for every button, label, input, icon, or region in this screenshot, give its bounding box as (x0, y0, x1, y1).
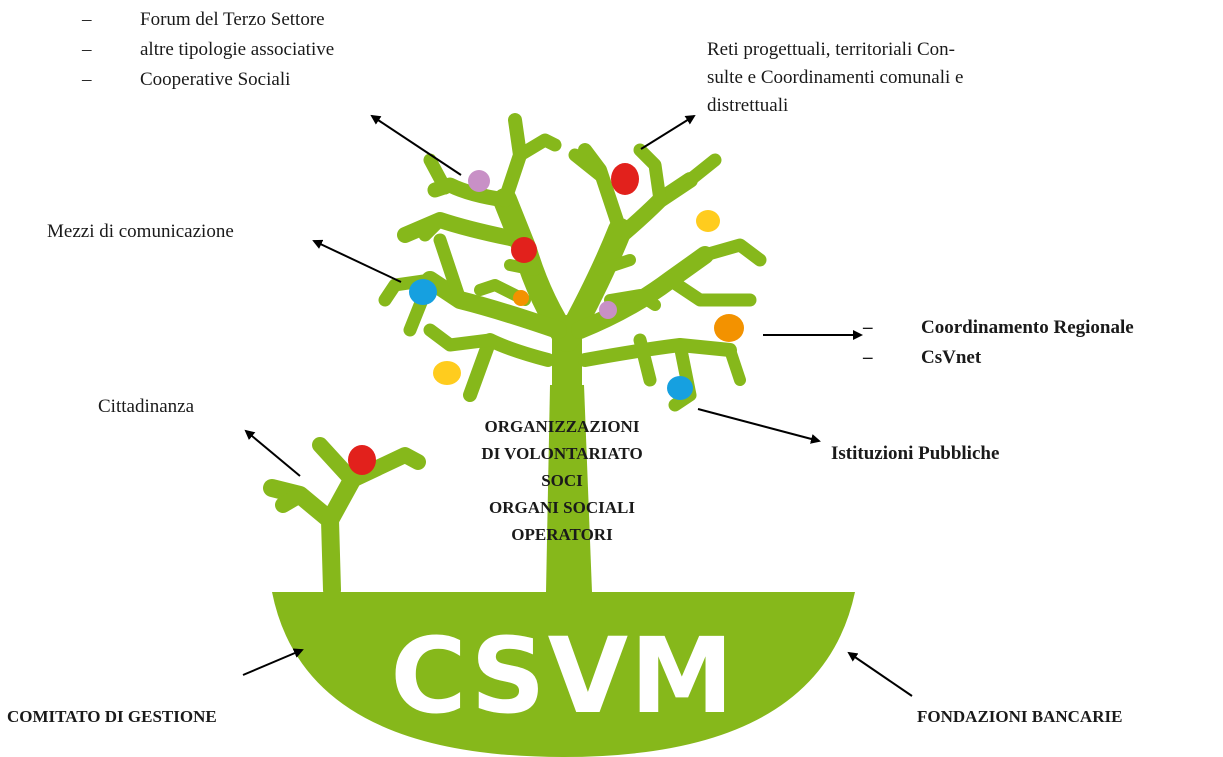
dot (409, 279, 437, 305)
top-right-text: Reti progettuali, territoriali Con- sult… (707, 36, 963, 120)
org-line: Operatori (511, 525, 613, 544)
arrow-top-left (370, 114, 462, 176)
arrow-cittadinanza (244, 429, 301, 477)
dot (511, 237, 537, 263)
list-item: Coordinamento Regionale (863, 313, 1134, 343)
org-line: Organizzazioni (484, 417, 640, 436)
dot (667, 376, 693, 400)
right-list: Coordinamento Regionale CsVnet (863, 313, 1134, 373)
org-line: Organi Sociali (489, 498, 635, 517)
dot (513, 290, 529, 306)
text-line: distrettuali (707, 95, 789, 116)
text-line: Reti progettuali, territoriali Con- (707, 39, 955, 60)
cittadinanza-label: Cittadinanza (98, 396, 195, 417)
arrows (242, 114, 913, 697)
arrow-fondazioni (847, 651, 913, 697)
dot (611, 163, 639, 195)
small-tree (263, 437, 426, 599)
dot (696, 210, 720, 232)
comitato-label: Comitato di Gestione (7, 707, 217, 726)
fondazioni-label: Fondazioni bancarie (917, 707, 1123, 726)
istituzioni-label: Istituzioni Pubbliche (831, 443, 1000, 464)
arrow-istituzioni (697, 408, 821, 444)
org-line: Soci (541, 471, 583, 490)
dot (348, 445, 376, 475)
top-left-list: Forum del Terzo Settore altre tipologie … (82, 5, 334, 95)
arrow-media (312, 239, 402, 283)
list-item: Cooperative Sociali (82, 65, 334, 95)
media-label: Mezzi di comunicazione (47, 221, 234, 242)
dot (599, 301, 617, 319)
list-item: altre tipologie associative (82, 35, 334, 65)
arrow-top-right (640, 114, 696, 150)
dot (714, 314, 744, 342)
org-line: di Volontariato (481, 444, 643, 463)
list-item: Forum del Terzo Settore (82, 5, 334, 35)
arrow-comitato (242, 648, 304, 676)
csvm-logo-text: CSVM (390, 615, 735, 737)
organizations-block: Organizzazioni di Volontariato Soci Orga… (447, 413, 677, 548)
dot (433, 361, 461, 385)
csvm-bowl (272, 592, 855, 757)
dot (468, 170, 490, 192)
list-item: CsVnet (863, 343, 1134, 373)
tree-dots (348, 163, 744, 475)
text-line: sulte e Coordinamenti comunali e (707, 67, 964, 88)
